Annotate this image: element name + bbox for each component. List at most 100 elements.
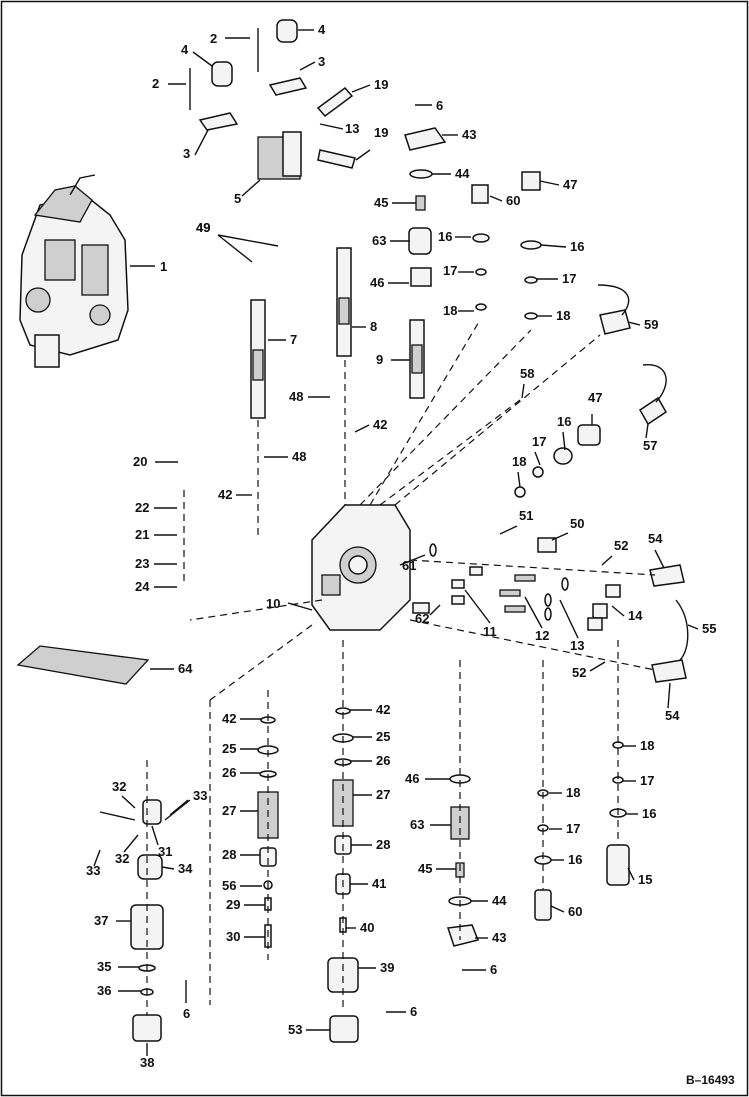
callout-label-29: 29 [226, 897, 240, 912]
callout-label-40: 40 [360, 920, 374, 935]
callout-label-48: 48 [289, 389, 303, 404]
callout-label-63: 63 [372, 233, 386, 248]
fittings-and-tubes [514, 284, 689, 683]
top-cover-and-solenoid-parts [189, 19, 356, 180]
callout-label-15: 15 [638, 872, 652, 887]
callout-leader-line [550, 905, 565, 913]
callout-label-60: 60 [506, 193, 520, 208]
callout-label-41: 41 [372, 876, 386, 891]
callout-label-46: 46 [405, 771, 419, 786]
callout-label-18: 18 [512, 454, 526, 469]
callout-label-32: 32 [112, 779, 126, 794]
callout-label-6: 6 [490, 962, 497, 977]
callout-leader-line [192, 51, 213, 67]
callout-label-14: 14 [628, 608, 643, 623]
callout-label-52: 52 [572, 665, 586, 680]
callout-label-8: 8 [370, 319, 377, 334]
callout-label-10: 10 [266, 596, 280, 611]
callout-leader-line [355, 149, 371, 161]
callout-label-11: 11 [483, 624, 497, 639]
callout-leader-line [589, 661, 606, 672]
side-port-parts [412, 537, 621, 631]
callout-leader-line [194, 129, 209, 156]
callout-leader-line [489, 195, 503, 202]
callout-label-17: 17 [532, 434, 546, 449]
callout-leader-line [539, 180, 560, 186]
callout-label-42: 42 [222, 711, 236, 726]
callout-leader-line [217, 234, 253, 263]
callout-label-7: 7 [290, 332, 297, 347]
callout-label-47: 47 [563, 177, 577, 192]
callout-label-16: 16 [570, 239, 584, 254]
callout-label-33: 33 [86, 863, 100, 878]
callout-leader-line [534, 451, 541, 466]
callout-label-4: 4 [181, 42, 189, 57]
callout-label-6: 6 [183, 1006, 190, 1021]
callout-leader-line [667, 682, 671, 709]
callout-label-64: 64 [178, 661, 193, 676]
callout-label-17: 17 [443, 263, 457, 278]
callout-leaders [93, 29, 699, 1056]
callout-label-36: 36 [97, 983, 111, 998]
assembled-control-valve-illustration [19, 174, 129, 368]
callout-label-28: 28 [222, 847, 236, 862]
callout-leader-line [627, 321, 641, 326]
callout-label-2: 2 [152, 76, 159, 91]
callout-label-57: 57 [643, 438, 657, 453]
callout-label-16: 16 [438, 229, 452, 244]
callout-label-37: 37 [94, 913, 108, 928]
callout-label-13: 13 [570, 638, 584, 653]
callout-leader-line [354, 424, 370, 433]
callout-label-3: 3 [318, 54, 325, 69]
callout-label-19: 19 [374, 77, 388, 92]
callout-label-3: 3 [183, 146, 190, 161]
callout-label-13: 13 [345, 121, 359, 136]
callout-leader-line [499, 525, 518, 535]
callout-label-25: 25 [222, 741, 236, 756]
callout-label-45: 45 [418, 861, 432, 876]
callout-label-27: 27 [376, 787, 390, 802]
callout-label-42: 42 [218, 487, 232, 502]
callout-label-44: 44 [455, 166, 470, 181]
callout-leader-line [121, 795, 136, 809]
relief-valve-stack-parts [404, 127, 542, 320]
callout-leader-line [464, 589, 491, 624]
callout-label-42: 42 [376, 702, 390, 717]
callout-leader-line [540, 244, 567, 248]
callout-label-21: 21 [135, 527, 149, 542]
callout-leader-line [562, 431, 566, 451]
seal-kit-pad [16, 645, 150, 685]
callout-label-22: 22 [135, 500, 149, 515]
callout-label-53: 53 [288, 1022, 302, 1037]
callout-label-18: 18 [566, 785, 580, 800]
callout-label-39: 39 [380, 960, 394, 975]
callout-leader-line [524, 596, 543, 629]
callout-label-51: 51 [519, 508, 533, 523]
callout-label-12: 12 [535, 628, 549, 643]
callout-leader-line [399, 554, 426, 566]
callout-leader-line [351, 84, 371, 93]
callout-label-45: 45 [374, 195, 388, 210]
callout-label-48: 48 [292, 449, 306, 464]
callout-leader-line [645, 423, 649, 439]
callout-label-27: 27 [222, 803, 236, 818]
callout-leader-line [601, 555, 613, 566]
callout-label-4: 4 [318, 22, 326, 37]
callout-label-16: 16 [642, 806, 656, 821]
callout-leader-line [627, 867, 635, 881]
callout-label-55: 55 [702, 621, 716, 636]
callout-label-43: 43 [492, 930, 506, 945]
callout-label-60: 60 [568, 904, 582, 919]
callout-label-18: 18 [556, 308, 570, 323]
callout-leader-line [287, 602, 313, 611]
callout-label-2: 2 [210, 31, 217, 46]
callout-label-19: 19 [374, 125, 388, 140]
callout-leader-line [521, 383, 525, 399]
callout-label-6: 6 [436, 98, 443, 113]
main-valve-body [311, 504, 411, 631]
callout-label-34: 34 [178, 861, 193, 876]
callout-label-50: 50 [570, 516, 584, 531]
